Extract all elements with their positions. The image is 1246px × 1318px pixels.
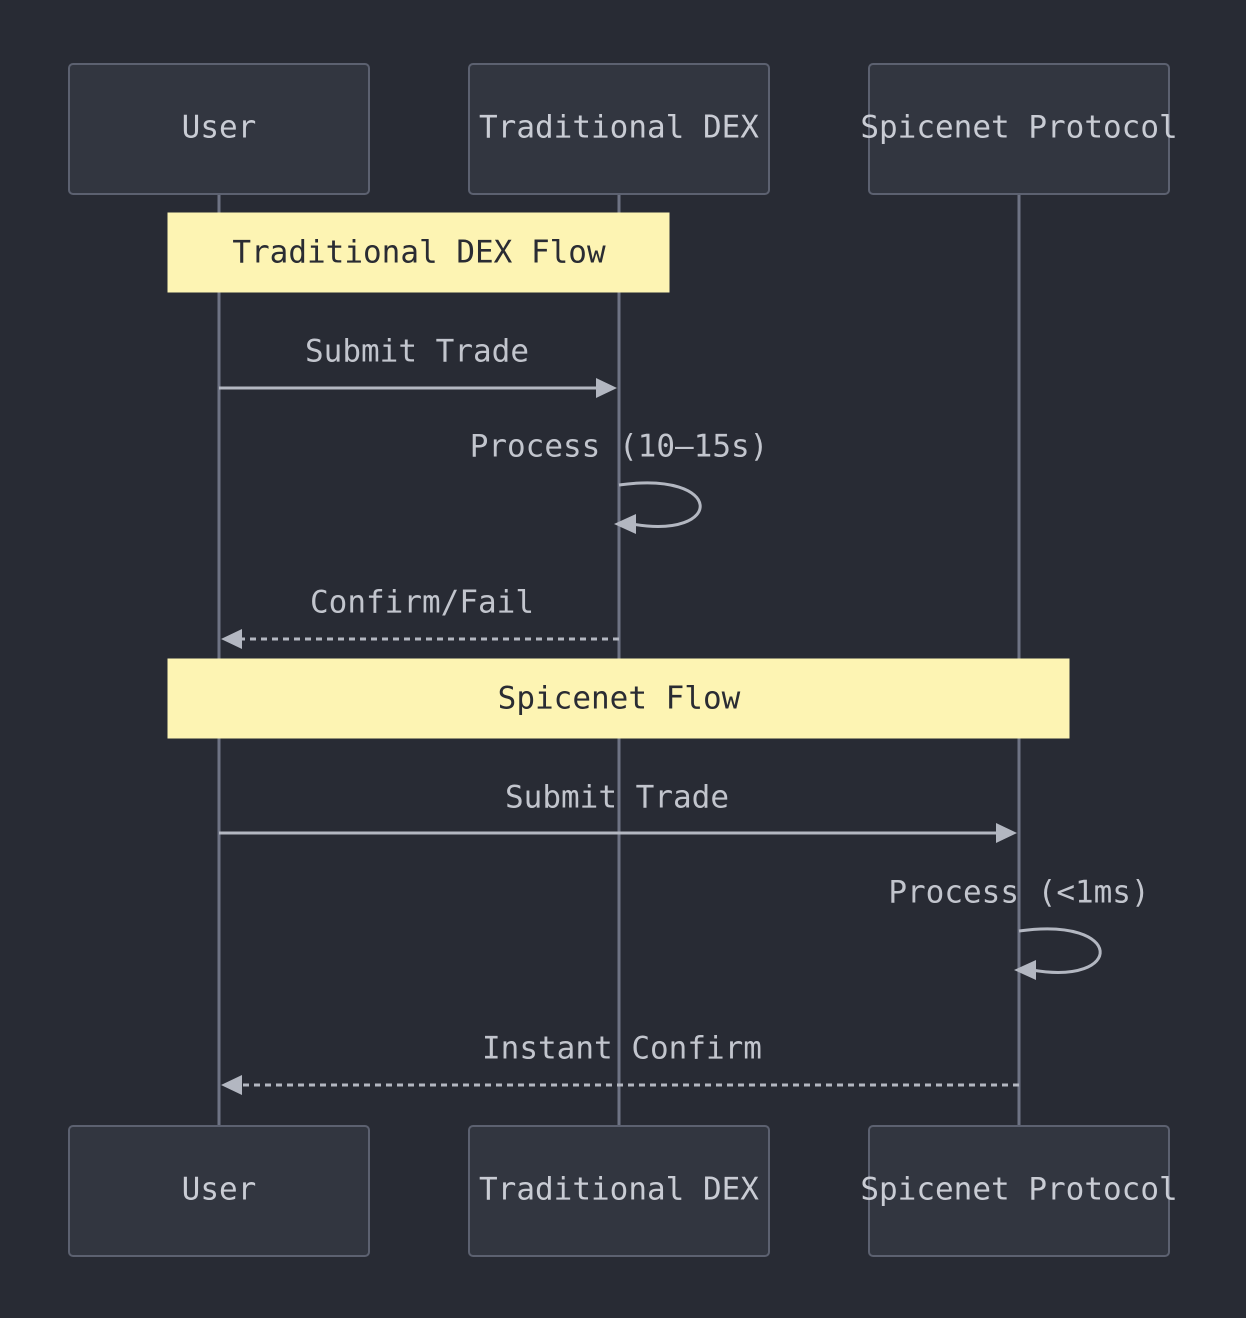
actor-label: Traditional DEX [479, 110, 759, 146]
actor-top-user: User [68, 63, 370, 195]
message-label: Instant Confirm [482, 1031, 762, 1067]
message-label: Submit Trade [305, 334, 529, 370]
arrowhead [221, 629, 242, 649]
message-confirm-fail: Confirm/Fail [221, 585, 619, 649]
message-label: Process (<1ms) [888, 875, 1149, 911]
arrowhead [1014, 960, 1036, 980]
message-label: Confirm/Fail [310, 585, 534, 621]
actor-label: Traditional DEX [479, 1172, 759, 1208]
arrowhead [996, 823, 1017, 843]
arrowhead [614, 514, 636, 534]
message-process-spicenet: Process (<1ms) [888, 875, 1150, 980]
actor-bottom-user: User [68, 1125, 370, 1257]
message-instant-confirm: Instant Confirm [221, 1031, 1019, 1095]
actor-label: Spicenet Protocol [860, 1172, 1177, 1208]
actor-label: User [182, 110, 257, 146]
actor-bottom-spicenet-protocol: Spicenet Protocol [860, 1125, 1178, 1257]
note-label: Traditional DEX Flow [232, 235, 606, 271]
actor-label: Spicenet Protocol [860, 110, 1177, 146]
arrowhead [221, 1075, 242, 1095]
note-label: Spicenet Flow [498, 681, 741, 717]
message-process-dex: Process (10–15s) [470, 429, 769, 534]
note-traditional-dex-flow: Traditional DEX Flow [167, 212, 670, 293]
actor-top-traditional-dex: Traditional DEX [468, 63, 770, 195]
message-label: Submit Trade [505, 780, 729, 816]
message-submit-trade-dex: Submit Trade [219, 334, 617, 398]
message-submit-trade-spicenet: Submit Trade [219, 780, 1017, 843]
message-label: Process (10–15s) [470, 429, 769, 465]
actor-bottom-traditional-dex: Traditional DEX [468, 1125, 770, 1257]
actor-label: User [182, 1172, 257, 1208]
arrowhead [596, 378, 617, 398]
actor-top-spicenet-protocol: Spicenet Protocol [860, 63, 1178, 195]
note-spicenet-flow: Spicenet Flow [167, 658, 1070, 739]
